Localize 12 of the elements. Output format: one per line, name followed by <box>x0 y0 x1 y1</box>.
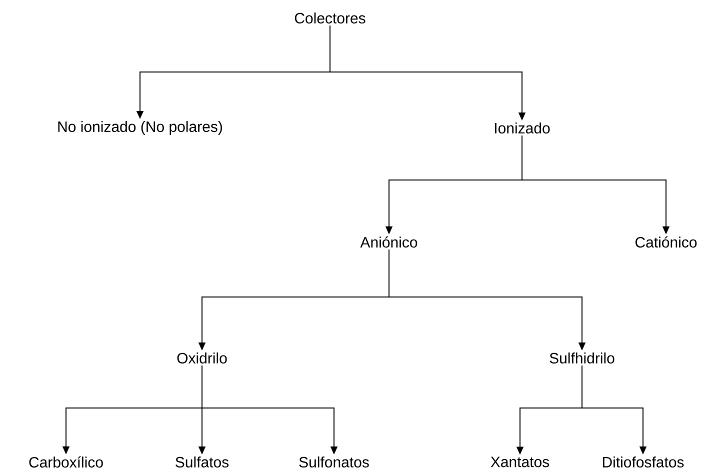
category-label: No ionizado (No polares) <box>58 121 222 135</box>
category-label: Sulfatos <box>176 456 229 468</box>
category-label: Catiónico <box>636 236 697 248</box>
category-label: Colectores <box>294 12 366 24</box>
category-label: Xantatos <box>490 456 550 468</box>
category-label: Ionizado <box>495 122 550 134</box>
category-label: Ditiofosfatos <box>602 456 684 468</box>
category-label: Aniónico <box>360 236 418 248</box>
category-label: Sulfhidrilo <box>550 352 614 364</box>
category-label: Carboxílico <box>29 456 103 468</box>
category-label: Sulfonatos <box>299 456 369 468</box>
category-label: Oxidrilo <box>177 352 227 364</box>
